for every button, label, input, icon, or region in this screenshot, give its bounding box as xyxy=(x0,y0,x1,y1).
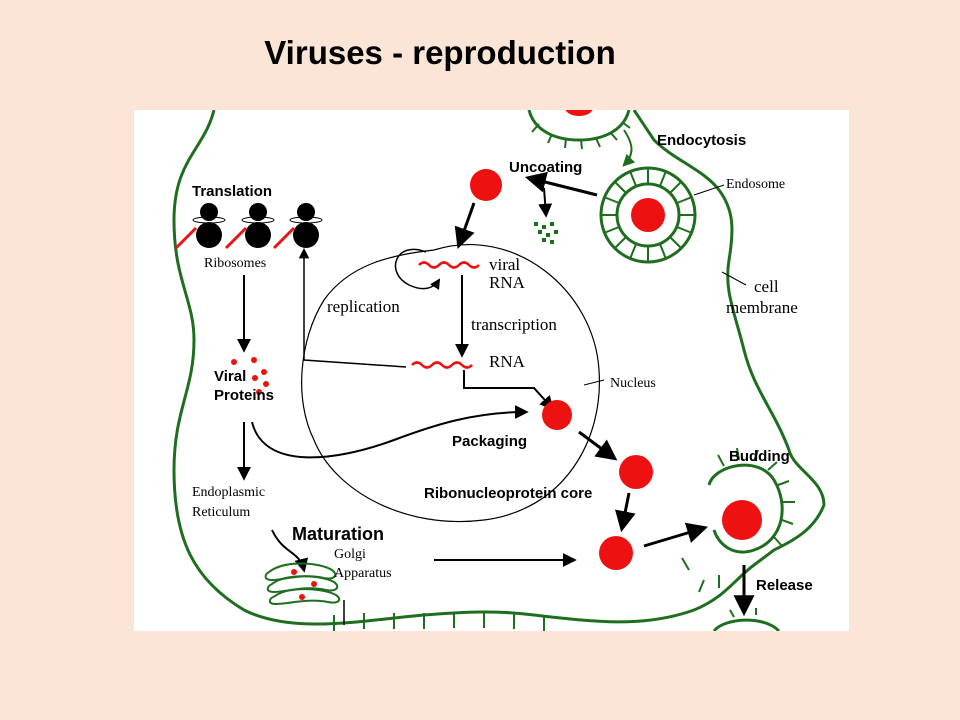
slide-title: Viruses - reproduction xyxy=(264,34,616,71)
label-cell-membrane-1: cell xyxy=(754,277,779,296)
label-er-1: Endoplasmic xyxy=(192,485,265,500)
label-golgi-1: Golgi xyxy=(334,547,366,562)
entering-virus xyxy=(527,110,636,167)
label-transcription: transcription xyxy=(471,315,557,334)
label-viral-rna-1: viral xyxy=(489,255,520,274)
ribosomes xyxy=(174,203,323,250)
label-uncoating: Uncoating xyxy=(509,159,582,176)
rna-to-translation-arrow xyxy=(298,247,407,368)
label-er-2: Reticulum xyxy=(192,505,250,520)
label-endocytosis: Endocytosis xyxy=(657,132,746,149)
label-viral-proteins-1: Viral xyxy=(214,368,246,385)
proteins-to-packaging-arrow xyxy=(251,405,529,459)
label-translation: Translation xyxy=(192,183,272,200)
viral-rna xyxy=(394,248,480,369)
ribonucleoprotein-core xyxy=(619,455,653,489)
nucleus xyxy=(301,244,605,523)
label-maturation: Maturation xyxy=(292,524,384,544)
label-golgi-2: Apparatus xyxy=(334,566,392,581)
packaging-core xyxy=(542,400,572,430)
budding-virus xyxy=(707,447,795,554)
core-to-bud xyxy=(599,536,633,570)
viral-protein-dots xyxy=(231,357,269,395)
release-virus xyxy=(712,565,781,631)
label-viral-rna-2: RNA xyxy=(489,273,526,292)
label-endosome: Endosome xyxy=(726,177,785,192)
virus-reproduction-diagram: Endocytosis Uncoating Endosome cell memb… xyxy=(134,110,849,631)
label-ribonucleoprotein-core: Ribonucleoprotein core xyxy=(424,485,592,502)
label-cell-membrane-2: membrane xyxy=(726,298,798,317)
label-rna: RNA xyxy=(489,352,526,371)
label-viral-proteins-2: Proteins xyxy=(214,387,274,404)
label-release: Release xyxy=(756,577,813,594)
label-ribosomes: Ribosomes xyxy=(204,256,266,271)
label-nucleus: Nucleus xyxy=(610,376,656,391)
label-budding: Budding xyxy=(729,448,790,465)
golgi-apparatus xyxy=(264,529,341,606)
label-replication: replication xyxy=(327,297,400,316)
label-packaging: Packaging xyxy=(452,433,527,450)
cell-membrane xyxy=(172,110,826,626)
uncoating-virus xyxy=(454,169,598,249)
endosome xyxy=(599,166,725,264)
